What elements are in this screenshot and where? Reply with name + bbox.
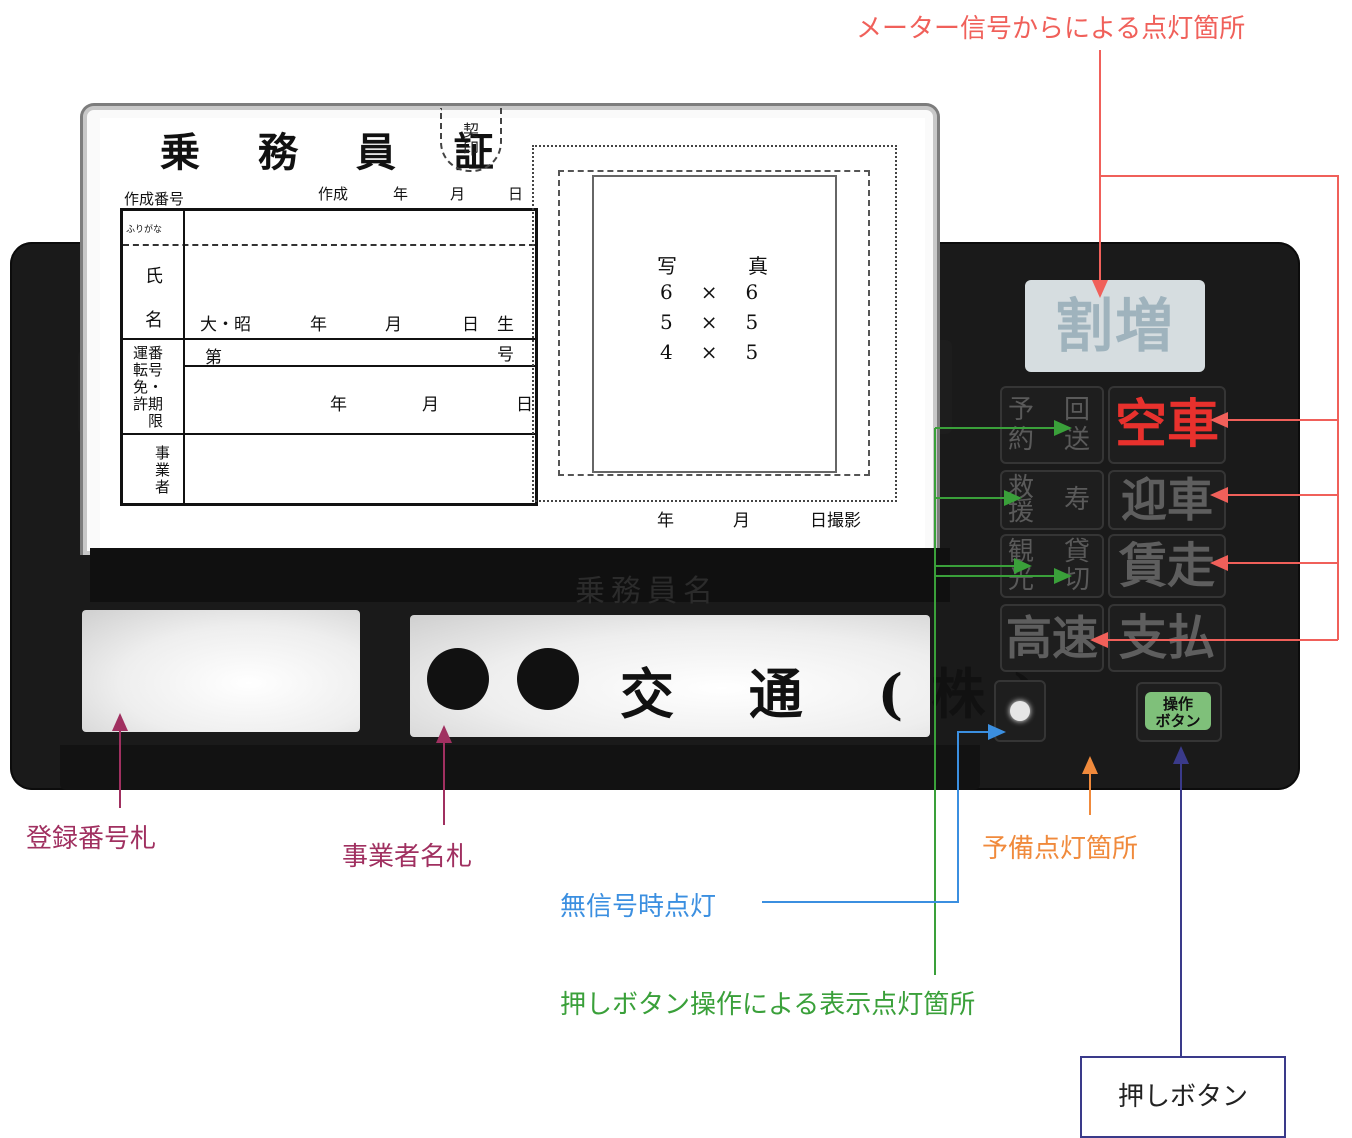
license-no-suffix: 号 [497, 345, 514, 365]
photo-size-row: 5 × 5 [660, 310, 758, 340]
created-label: 作成 [318, 185, 349, 203]
key-pickup-label: 迎車 [1121, 473, 1213, 527]
key-expressway-label: 高速 [1006, 611, 1098, 665]
photo-size-w: 5 [660, 310, 673, 334]
button-display-label: 押しボタン操作による表示点灯箇所 [560, 990, 976, 1020]
license-label: 運番 転号 免・ 許期 限 [133, 344, 164, 430]
key-label: 回 [1064, 395, 1091, 425]
key-reservation-deadhead[interactable]: 予 約 回 送 [1000, 386, 1104, 464]
license-row-mid [183, 365, 535, 367]
photo-size-row: 4 × 5 [660, 340, 758, 370]
created-year: 年 [393, 185, 409, 203]
creation-number-label: 作成番号 [124, 190, 185, 208]
company-mark-2 [517, 648, 579, 710]
photo-size-x: × [700, 280, 718, 304]
photo-size-w: 6 [660, 280, 673, 304]
photo-size-h: 6 [745, 280, 759, 304]
reserve-light-label: 予備点灯箇所 [982, 834, 1139, 864]
company-name: 交 通 (株) [620, 662, 1067, 726]
photo-size-w: 4 [660, 340, 673, 364]
birth-year: 年 [310, 315, 327, 335]
table-label-divider [183, 211, 185, 503]
key-rescue-kotobuki[interactable]: 救 援 寿 [1000, 470, 1104, 530]
furigana-label: ふりがな [126, 225, 163, 235]
slot-embossed-text: 乗務員名 [575, 574, 719, 609]
registration-plate-label: 登録番号札 [26, 824, 157, 854]
key-label: 約 [1008, 425, 1035, 455]
photo-taken-day: 日撮影 [810, 511, 861, 531]
no-signal-callout [762, 724, 1006, 903]
birth-era: 大・昭 [200, 315, 251, 335]
photo-size-row: 6 × 6 [660, 280, 758, 310]
key-payment-label: 支払 [1118, 610, 1215, 666]
surcharge-display: 割増 [1025, 280, 1205, 372]
furigana-divider [123, 244, 535, 246]
operator-label: 事 業 者 [155, 444, 171, 496]
card-slot-bar [90, 548, 950, 602]
created-day: 日 [508, 185, 524, 203]
license-expiry-year: 年 [330, 395, 347, 415]
photo-taken-month: 月 [733, 511, 750, 531]
card-info-table [120, 208, 538, 506]
photo-size-x: × [700, 310, 718, 334]
photo-area-mid [558, 170, 870, 476]
license-no-prefix: 第 [205, 348, 222, 368]
photo-size-x: × [700, 340, 718, 364]
plate-callouts [112, 713, 452, 825]
button-display-callout [934, 420, 1072, 975]
key-payment[interactable]: 支払 [1108, 604, 1226, 672]
photo-taken-year: 年 [657, 511, 674, 531]
seal-stamp: 契 印 [440, 108, 502, 172]
photo-area [592, 175, 837, 473]
push-button-label: 押しボタン [1080, 1056, 1286, 1138]
key-pickup[interactable]: 迎車 [1108, 470, 1226, 530]
birth-day: 日 [462, 315, 479, 335]
panel-lower-lip [60, 745, 980, 790]
no-signal-lamp [1010, 701, 1030, 721]
birth-month: 月 [385, 315, 402, 335]
meter-signal-callout [1090, 50, 1339, 648]
registration-number-plate [82, 610, 360, 732]
license-expiry-day: 日 [516, 395, 533, 415]
operator-name-plate [410, 615, 930, 737]
photo-size-h: 5 [745, 310, 759, 334]
birth-suffix: 生 [497, 315, 514, 335]
name-label-2: 名 [145, 310, 163, 331]
photo-area-outer [532, 145, 897, 502]
license-row-bottom [123, 433, 535, 435]
photo-label-1: 写 [657, 254, 677, 278]
key-in-service-label: 賃走 [1118, 538, 1215, 594]
name-label-1: 氏 [145, 266, 163, 287]
key-vacant[interactable]: 空車 [1108, 386, 1226, 464]
no-signal-label: 無信号時点灯 [560, 892, 717, 922]
photo-size-h: 5 [745, 340, 759, 364]
key-label: 貸 [1064, 537, 1091, 567]
operator-plate-label: 事業者名札 [342, 842, 473, 872]
crew-id-card-face [100, 118, 925, 548]
name-row-bottom [123, 338, 535, 340]
key-expressway[interactable]: 高速 [1000, 604, 1104, 672]
company-mark-1 [427, 648, 489, 710]
photo-label-2: 真 [748, 254, 768, 278]
card-title: 乗 務 員 証 [160, 129, 516, 176]
operation-button[interactable]: 操作 ボタン [1145, 692, 1211, 730]
key-label: 寿 [1064, 485, 1091, 515]
photo-size-list: 6 × 6 5 × 5 4 × 5 [660, 280, 758, 370]
key-vacant-label: 空車 [1114, 395, 1219, 455]
key-label: 予 [1008, 395, 1035, 425]
created-month: 月 [450, 185, 466, 203]
license-expiry-month: 月 [422, 395, 439, 415]
meter-signal-label: メーター信号からによる点灯箇所 [856, 14, 1246, 44]
